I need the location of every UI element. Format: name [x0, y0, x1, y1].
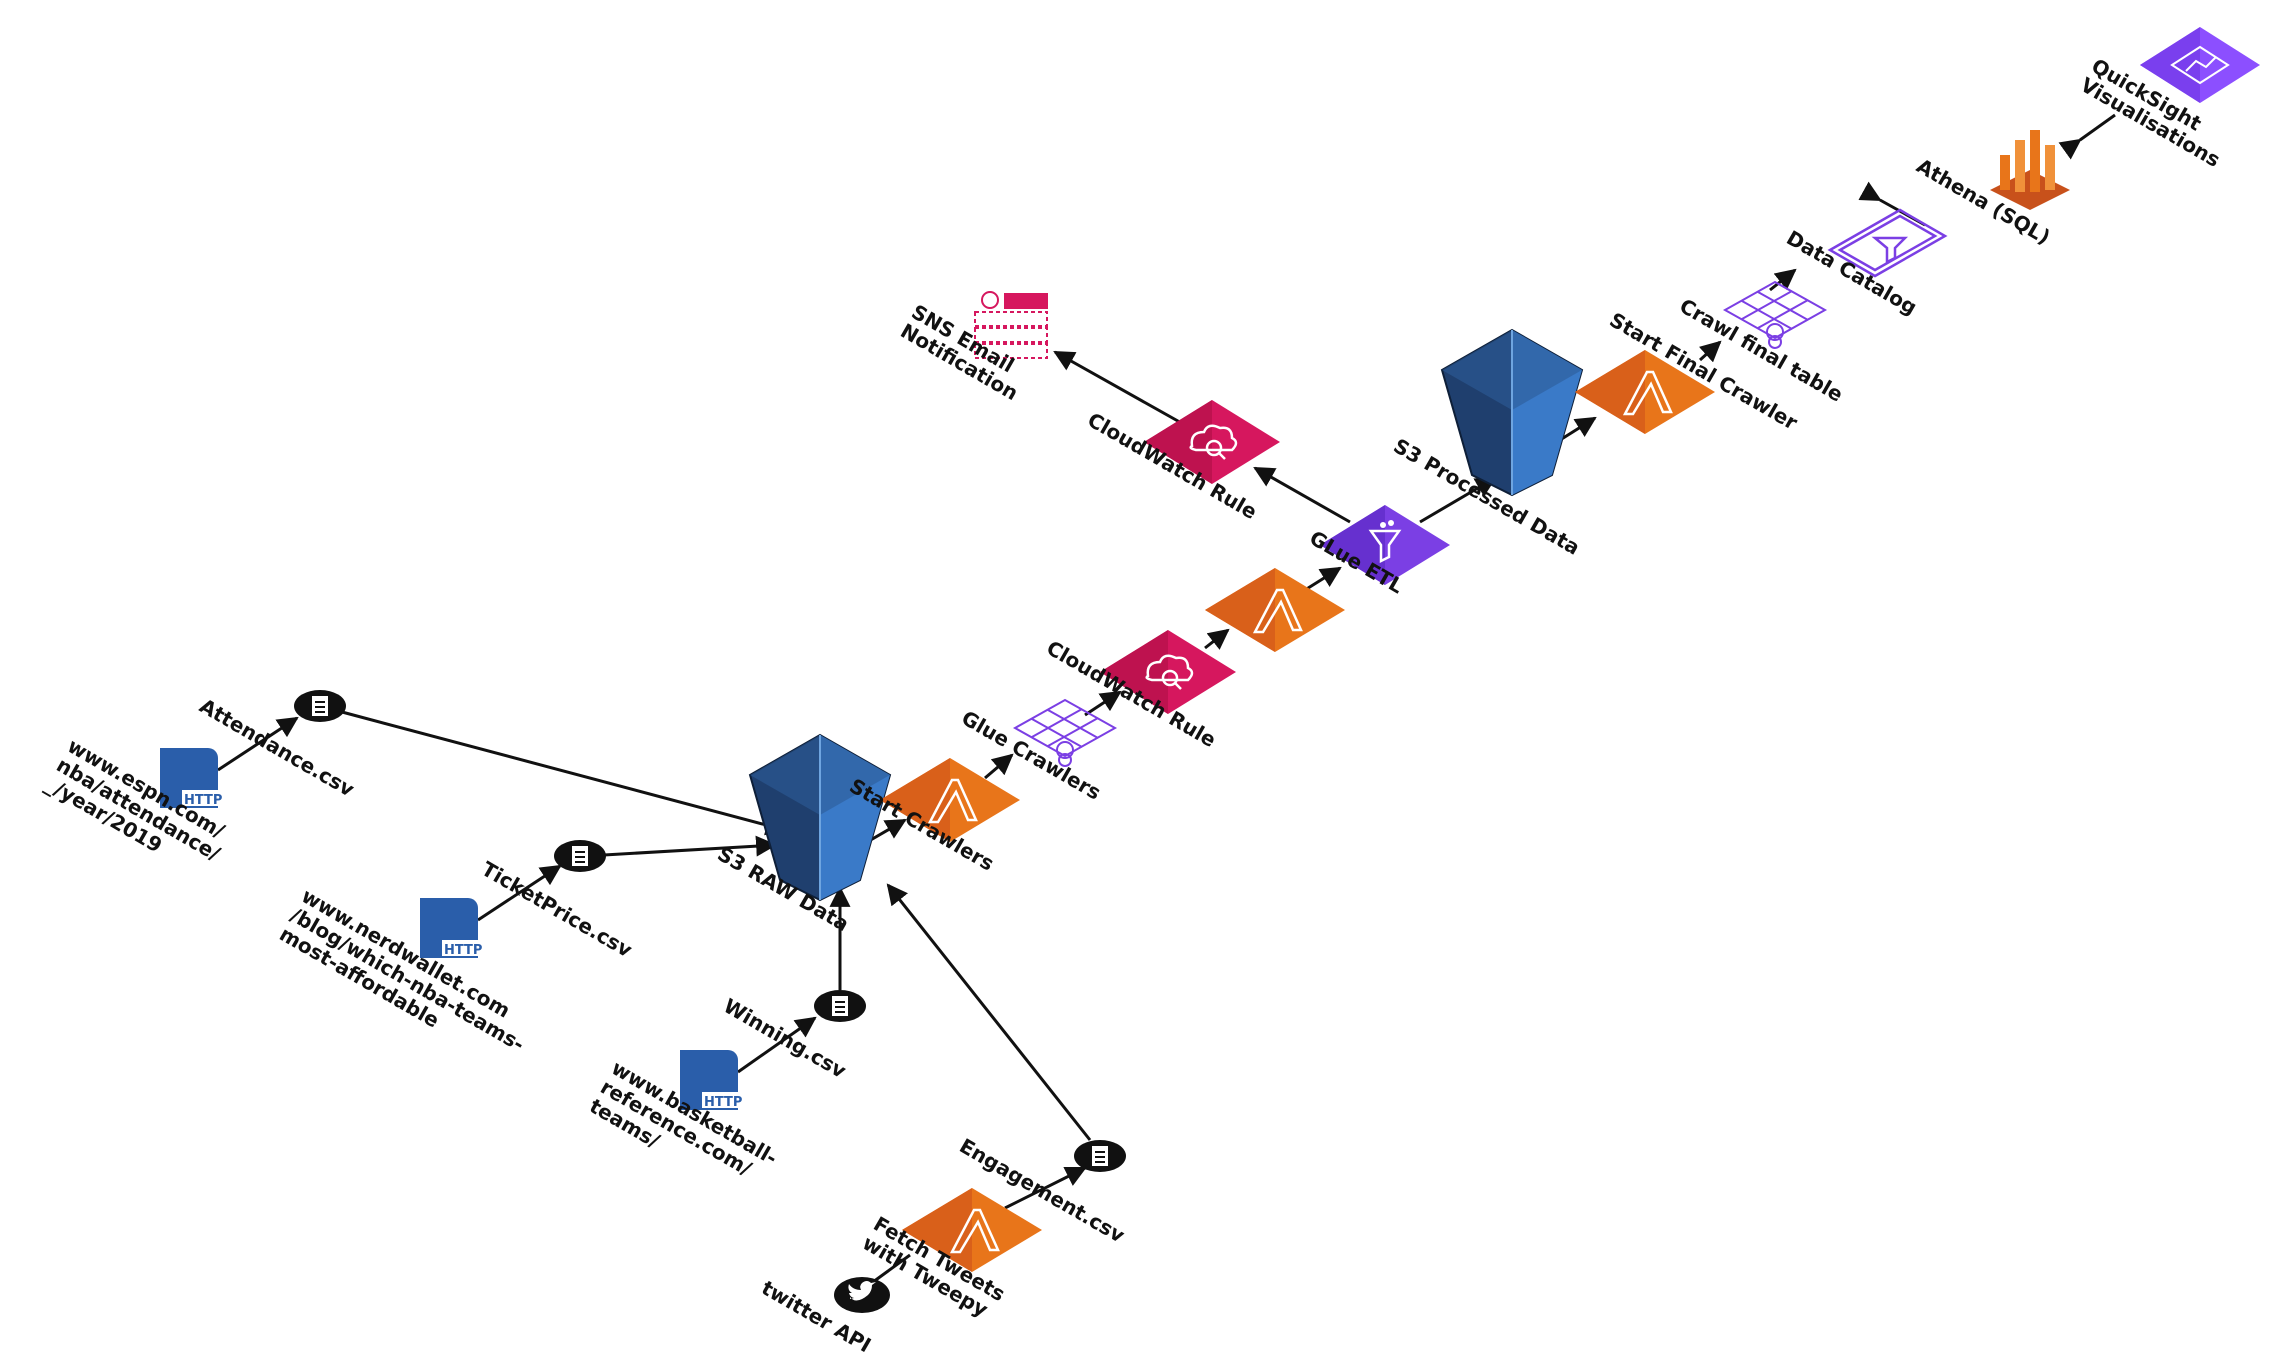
edge-s3processed-to-startfinal: [1559, 416, 1597, 442]
s3-processed-bucket: [1440, 328, 1584, 497]
edge-nerdwallet-to-ticketprice: [477, 864, 562, 922]
edge-fetchtweets-to-engagement: [1004, 1166, 1087, 1210]
edge-cwrule1-to-lambda: [1204, 628, 1230, 650]
edge-crawlfinal-to-datacatalog: [1769, 268, 1797, 292]
quicksight: [2140, 27, 2260, 103]
http-doc-nerdwallet: HTTP: [420, 898, 482, 958]
crawl-final-table: [1722, 280, 1828, 349]
crawler-grid-icon: [1012, 698, 1118, 758]
ticketprice-label: TicketPrice.csv: [478, 857, 637, 963]
athena: [1990, 130, 2070, 210]
edge-cwrule2-to-sns: [1053, 350, 1186, 427]
http-badge: HTTP: [184, 793, 222, 808]
file-node-engagement: [1074, 1140, 1126, 1172]
glue-etl: [1320, 505, 1450, 585]
edge-espn-to-attendance: [217, 716, 299, 772]
glue-crawlers: [1012, 698, 1118, 767]
edge-startfinal-to-crawlfinal: [1698, 340, 1722, 363]
sns-icon: [981, 291, 999, 309]
http-doc-bbref: HTTP: [680, 1050, 742, 1110]
cloudwatch-rule-2: [1144, 400, 1280, 484]
http-badge: HTTP: [704, 1095, 742, 1110]
lambda-start-final-crawler: [1575, 350, 1715, 434]
sns-label: SNS Email Notification: [897, 300, 1034, 406]
lambda-fetch-tweets: [902, 1188, 1042, 1272]
edge-glueetl-to-s3processed: [1419, 476, 1497, 524]
edge-lambda-to-glueetl: [1304, 566, 1342, 592]
lambda-after-cwrule: [1205, 568, 1345, 652]
http-badge: HTTP: [444, 943, 482, 958]
cloudwatch-rule-1: [1100, 630, 1236, 714]
catalog-icon: [1827, 208, 1948, 278]
data-catalog-label: Data Catalog: [1783, 226, 1922, 320]
edge-athena-to-quicksight: [2058, 113, 2116, 160]
file-node-ticketprice: [554, 840, 606, 872]
edge-engagement-to-s3raw: [886, 883, 1092, 1141]
http-doc-espn: HTTP: [160, 748, 222, 808]
file-node-attendance: [294, 690, 346, 722]
crawler-grid-icon: [1722, 280, 1828, 340]
sns-email-notification: [974, 291, 1048, 359]
edge-attendance-to-s3raw: [341, 710, 788, 836]
file-node-winning: [814, 990, 866, 1022]
nerdwallet-url-label: www.nerdwallet.com /blog/which-nba-teams…: [276, 884, 546, 1079]
s3-raw-bucket: [748, 733, 892, 902]
twitter-node: [834, 1277, 890, 1313]
connectors: [217, 113, 2116, 1292]
data-catalog: [1827, 208, 1948, 278]
edge-ticketprice-to-s3raw: [603, 835, 778, 857]
labels: www.espn.com/ nba/attendance/ _/year/201…: [42, 54, 2225, 1358]
lambda-start-crawlers: [880, 758, 1020, 842]
edge-glueetl-to-cwrule2: [1253, 466, 1351, 524]
edge-gluecrawlers-to-cwrule1: [1084, 690, 1122, 717]
edge-bbref-to-winning: [737, 1016, 817, 1074]
edge-startcrawlers-to-gluecrawlers: [984, 753, 1014, 780]
